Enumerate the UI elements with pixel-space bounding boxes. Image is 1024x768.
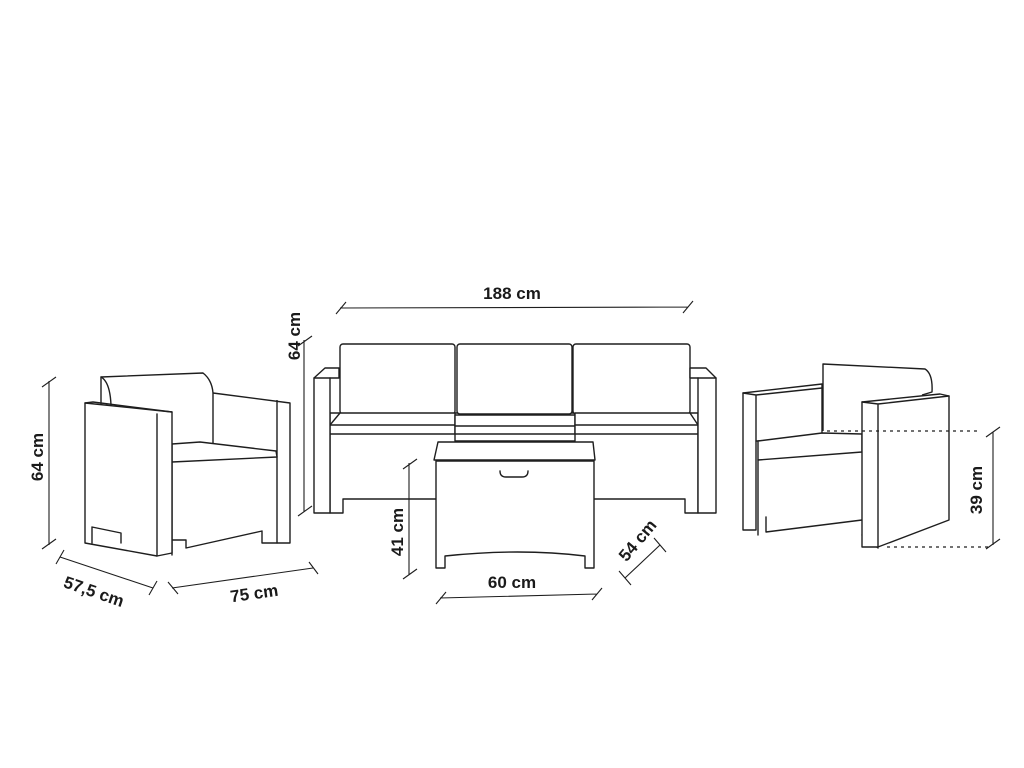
right-armchair — [742, 363, 950, 549]
coffee-table — [433, 441, 596, 569]
armchair-width-label: 75 cm — [229, 581, 279, 607]
table-depth-label: 54 cm — [615, 516, 661, 565]
sofa-height-dimension: 64 cm — [285, 312, 313, 517]
sofa-width-dimension: 188 cm — [335, 284, 694, 315]
table-width-dimension: 60 cm — [435, 573, 603, 605]
sofa-width-label: 188 cm — [483, 284, 541, 303]
table-height-dimension: 41 cm — [388, 458, 418, 580]
armchair-depth-label: 57,5 cm — [61, 573, 126, 611]
armchair-height-dimension: 64 cm — [28, 376, 57, 550]
table-height-label: 41 cm — [388, 508, 407, 556]
sofa-height-label: 64 cm — [285, 312, 304, 360]
table-depth-dimension: 54 cm — [615, 516, 667, 586]
left-armchair — [84, 372, 291, 557]
armchair-depth-dimension: 57,5 cm — [55, 549, 158, 611]
table-width-label: 60 cm — [488, 573, 536, 592]
seat-height-dimension: 39 cm — [827, 426, 1001, 550]
seat-height-label: 39 cm — [967, 466, 986, 514]
armchair-height-label: 64 cm — [28, 433, 47, 481]
armchair-width-dimension: 75 cm — [167, 561, 319, 607]
